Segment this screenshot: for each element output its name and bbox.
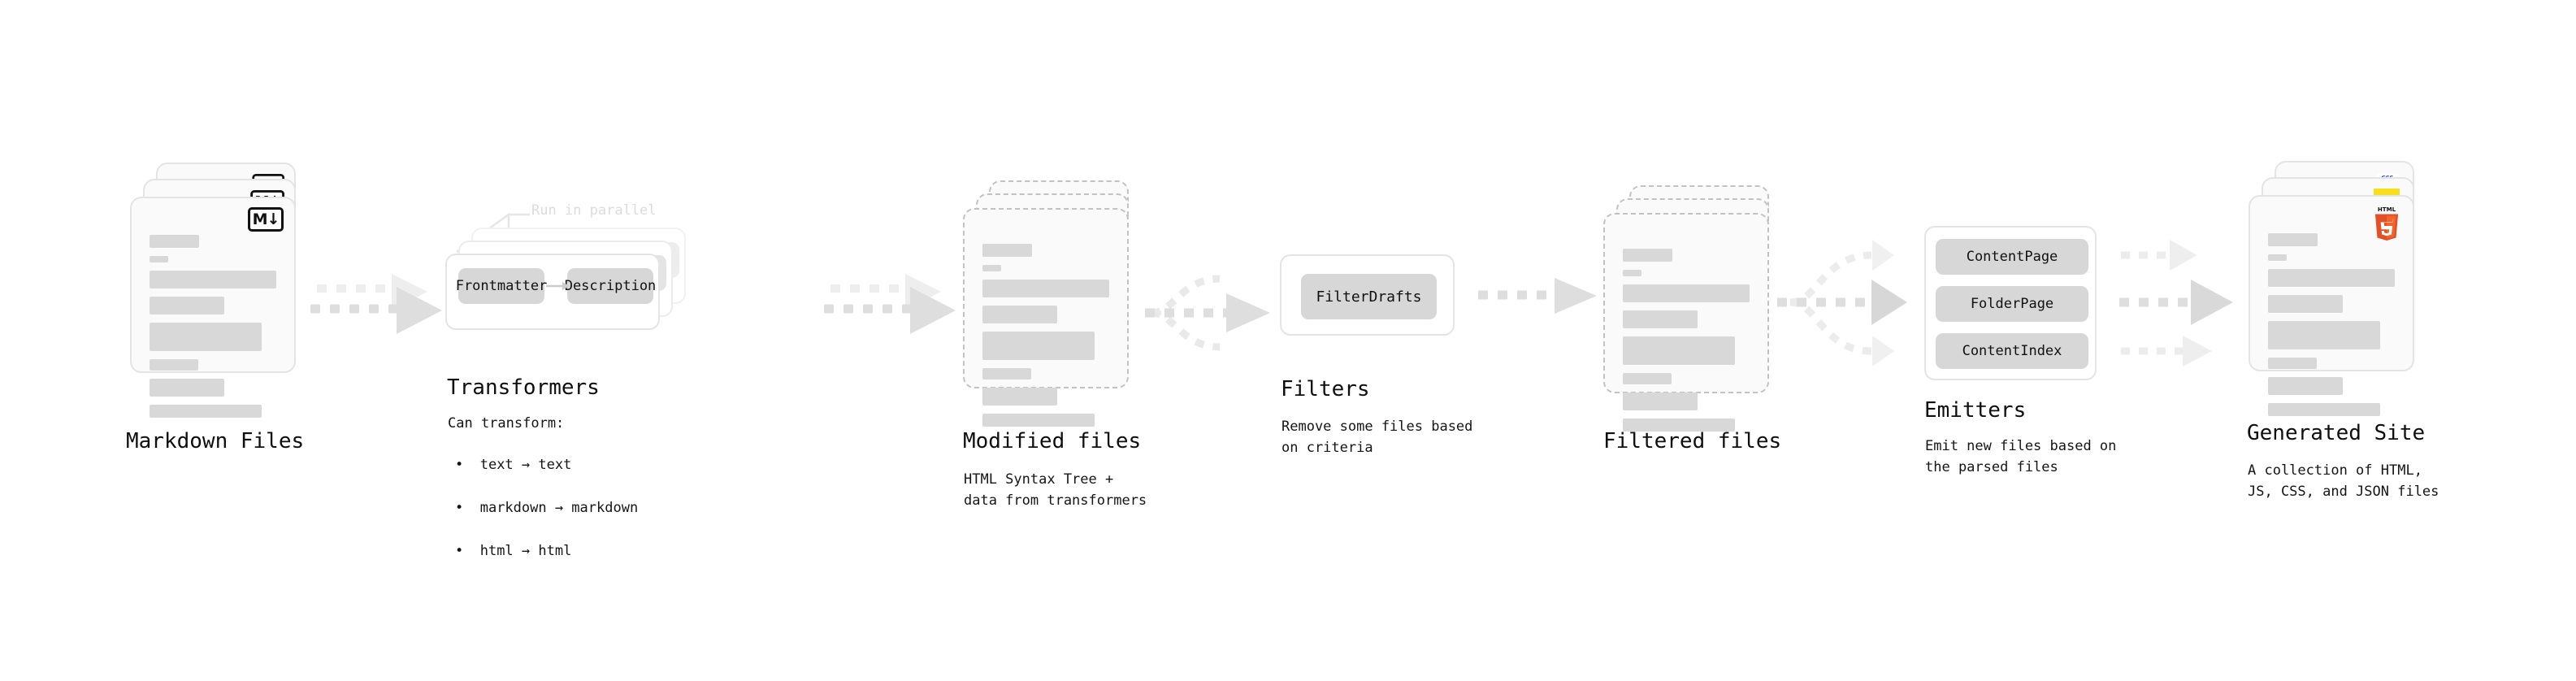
emitters-subtitle: Emit new files based on the parsed files [1925,438,2117,476]
run-in-parallel-label: Run in parallel [531,202,657,219]
arrow-filters-to-filtered [1478,278,1597,314]
stage-filters: FilterDrafts [1280,254,1455,336]
markdown-card-front: M↓ [130,197,296,418]
site-card-bars [2268,233,2395,416]
site-card-front: HTML [2249,195,2414,416]
arrow-emitters-to-site [2119,240,2233,367]
transformer-node-description[interactable]: Description [565,268,656,304]
transformer-node-frontmatter[interactable]: Frontmatter [456,268,547,304]
arrow-markdown-to-transformers [310,274,442,334]
markdown-files-title: Markdown Files [126,429,305,453]
generated-site-subtitle: A collection of HTML, JS, CSS, and JSON … [2248,462,2439,501]
filtered-files-title: Filtered files [1603,429,1782,453]
filter-node-filterdrafts[interactable]: FilterDrafts [1301,274,1437,319]
transformers-bullets: • text → text • markdown → markdown • ht… [455,433,638,583]
emitter-node-contentindex[interactable]: ContentIndex [1936,333,2088,369]
emitter-node-contentpage[interactable]: ContentPage [1936,239,2088,275]
filters-title: Filters [1281,377,1370,401]
svg-text:HTML: HTML [2378,206,2396,213]
modified-card-front [963,208,1129,427]
modified-card-bars [982,244,1109,427]
transformers-bullet-2: • html → html [455,542,572,559]
filtered-card-bars [1623,249,1750,432]
stage-emitters: ContentPage FolderPage ContentIndex [1924,226,2097,380]
emitter-node-folderpage[interactable]: FolderPage [1936,286,2088,322]
arrow-transformers-to-modified [824,274,956,334]
arrow-modified-to-filters [1145,275,1270,351]
html5-icon: HTML [2374,206,2399,241]
arrow-filtered-to-emitters [1777,240,1907,367]
filters-subtitle: Remove some files based on criteria [1281,419,1473,457]
markdown-card-bars [150,235,276,418]
transformer-card-front: Frontmatter Description [445,254,660,330]
modified-files-title: Modified files [963,429,1142,453]
generated-site-title: Generated Site [2247,421,2426,445]
transformers-bullet-0: • text → text [455,457,572,474]
markdown-icon: M↓ [248,207,284,232]
modified-files-subtitle: HTML Syntax Tree + data from transformer… [964,471,1147,510]
transformers-subtitle: Can transform: [448,415,565,432]
filtered-card-front [1603,213,1769,432]
transformers-title: Transformers [447,375,600,400]
emitters-title: Emitters [1924,398,2027,423]
transformers-bullet-1: • markdown → markdown [455,500,639,517]
